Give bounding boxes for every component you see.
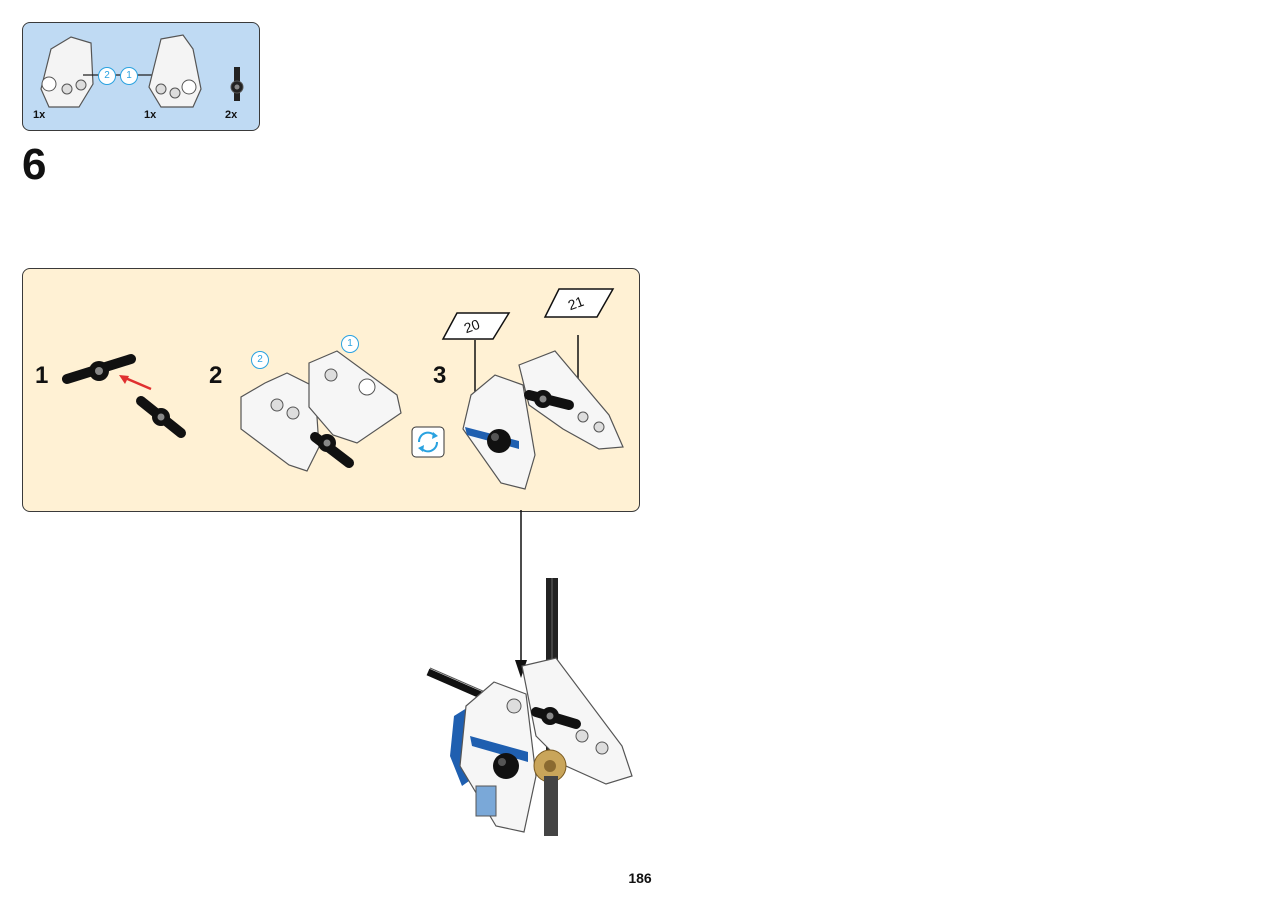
connector-image — [230, 67, 244, 101]
assembly-model-image — [426, 578, 633, 836]
qty-label: 1x — [33, 109, 46, 121]
page-ref-tag — [441, 312, 511, 340]
qty-label: 1x — [144, 109, 157, 121]
page-number: 186 — [628, 870, 652, 886]
substep-1-image — [62, 354, 186, 438]
substep-2-image — [240, 350, 402, 472]
substep-number: 3 — [433, 362, 447, 389]
parts-callout-1: 1 — [120, 67, 138, 85]
panel-left-image — [40, 36, 94, 108]
panel-right-image — [148, 34, 202, 108]
parts-callout-2: 2 — [98, 67, 116, 85]
rotate-icon — [411, 426, 445, 458]
substep-3-image — [462, 335, 624, 490]
down-arrow-icon — [515, 510, 527, 678]
parts-list-box: 2 1 1x 1x 2x — [22, 22, 260, 131]
callout-2: 2 — [251, 351, 269, 369]
callout-1: 1 — [341, 335, 359, 353]
page-ref-tag — [543, 288, 615, 318]
substep-number: 2 — [209, 362, 223, 389]
substep-box: 1 2 2 1 3 20 21 — [22, 268, 640, 512]
qty-label: 2x — [225, 109, 238, 121]
step-number: 6 — [22, 140, 47, 189]
substep-number: 1 — [35, 362, 49, 389]
